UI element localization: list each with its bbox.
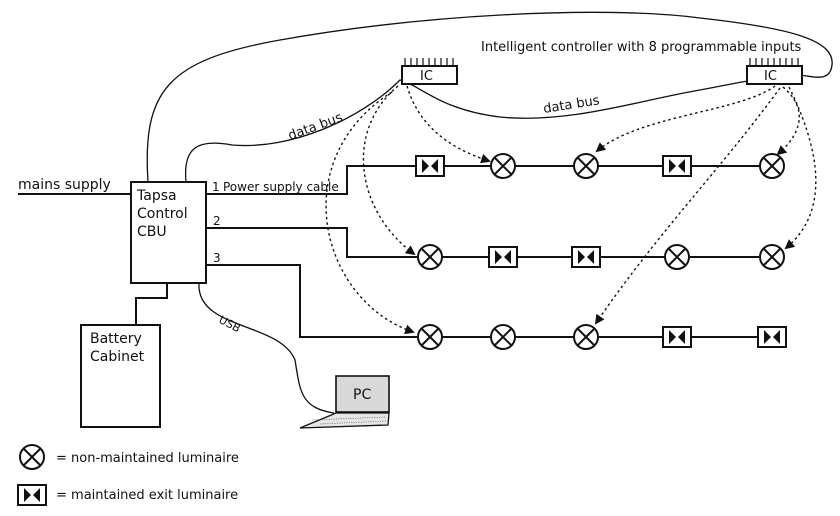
control-arrow	[594, 87, 781, 325]
cbu-label-line3: CBU	[137, 224, 167, 240]
maintained-exit-luminaire	[662, 326, 692, 348]
legend-maintained-symbol	[17, 484, 47, 506]
non-maintained-luminaire	[490, 324, 516, 350]
maintained-exit-luminaire	[488, 246, 518, 268]
non-maintained-luminaire	[759, 153, 785, 179]
data-bus-line	[184, 79, 749, 183]
non-maintained-luminaire	[759, 244, 785, 270]
ic-left: IC	[401, 58, 458, 85]
luminaires-group	[415, 153, 787, 350]
control-arrow	[776, 86, 800, 156]
circuit-2-cable	[206, 227, 772, 258]
control-arrow	[325, 91, 415, 335]
cbu-label-line2: Control	[137, 206, 188, 222]
mains-supply-label: mains supply	[18, 177, 111, 193]
ic-right: IC	[746, 58, 803, 85]
maintained-exit-luminaire	[757, 326, 787, 348]
circuit-1-number: 1	[212, 180, 220, 194]
power-supply-cable-label: Power supply cable	[223, 180, 339, 194]
pc-label: PC	[353, 387, 371, 403]
legend-non-maintained-symbol	[19, 444, 45, 470]
ic-title-label: Intelligent controller with 8 programmab…	[481, 40, 802, 55]
legend: = non-maintained luminaire = maintained …	[17, 444, 239, 506]
legend-non-maintained-label: = non-maintained luminaire	[56, 451, 239, 466]
battery-cabinet-box	[80, 324, 161, 428]
circuit-3-number: 3	[213, 251, 221, 265]
non-maintained-luminaire	[573, 153, 599, 179]
battery-label-line1: Battery	[90, 331, 142, 347]
circuit-1-cable	[206, 165, 770, 195]
data-bus-right-label: data bus	[542, 93, 601, 117]
non-maintained-luminaire	[664, 244, 690, 270]
non-maintained-luminaire	[573, 324, 599, 350]
ic-right-label: IC	[764, 69, 777, 84]
pc-screen	[335, 375, 390, 413]
control-arrow	[362, 85, 416, 256]
ic-left-label: IC	[420, 69, 433, 84]
control-arrow	[784, 86, 817, 250]
usb-label: USB	[217, 313, 243, 335]
pc-laptop: PC	[299, 375, 390, 429]
maintained-exit-luminaire	[662, 155, 692, 177]
data-bus-left-label: data bus	[286, 110, 345, 144]
non-maintained-luminaire	[417, 324, 443, 350]
legend-maintained-label: = maintained exit luminaire	[56, 488, 238, 503]
ic-loop-cable	[146, 11, 833, 183]
ic-left-box	[401, 65, 458, 85]
maintained-exit-luminaire	[415, 155, 445, 177]
battery-label-line2: Cabinet	[90, 349, 145, 365]
control-arrow	[595, 85, 776, 153]
non-maintained-luminaire	[490, 153, 516, 179]
circuit-2-number: 2	[213, 214, 221, 228]
cbu-label-line1: Tapsa	[136, 188, 177, 204]
maintained-exit-luminaire	[571, 246, 601, 268]
circuit-3-cable	[206, 264, 772, 338]
cbu-box	[130, 181, 207, 284]
battery-cable	[135, 283, 168, 325]
control-arrow	[406, 85, 491, 164]
ic-right-box	[746, 65, 803, 85]
non-maintained-luminaire	[417, 244, 443, 270]
usb-cable	[198, 282, 335, 414]
pc-keyboard	[299, 412, 390, 429]
